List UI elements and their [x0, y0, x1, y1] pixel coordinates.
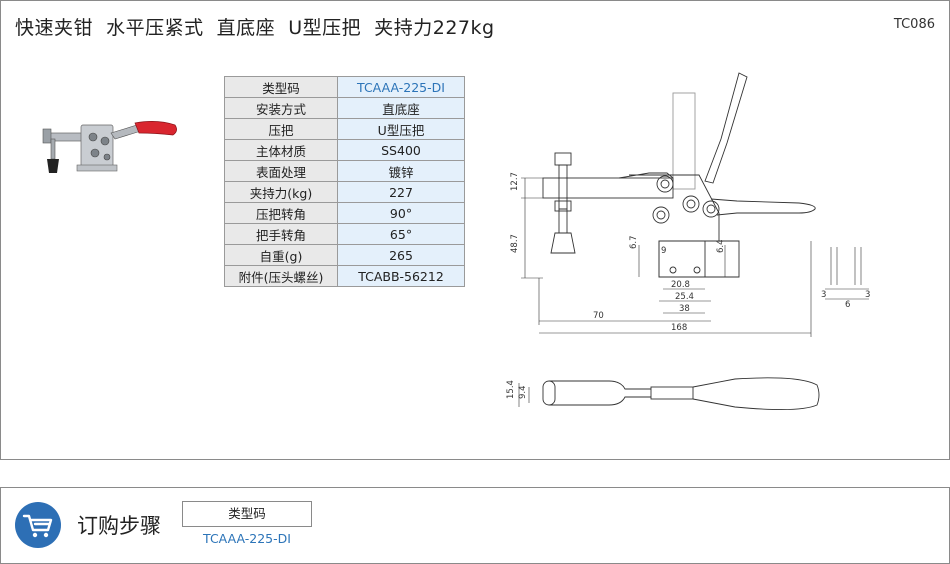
spec-label: 主体材质 [224, 139, 338, 161]
spec-value: 65° [337, 223, 465, 245]
order-steps-heading: 订购步骤 [77, 514, 161, 538]
spec-value: 90° [337, 202, 465, 224]
dim-15-4: 15.4 [506, 380, 516, 399]
dim-48-7: 48.7 [510, 234, 520, 253]
table-row: 安装方式直底座 [224, 97, 465, 119]
dim-38: 38 [679, 304, 690, 314]
dim-6-4: 6.4 [716, 239, 726, 253]
spec-value: TCABB-56212 [337, 265, 465, 287]
spec-label: 压把转角 [224, 202, 338, 224]
type-code-label: 类型码 [182, 501, 312, 527]
product-code: TC086 [893, 17, 935, 32]
table-row: 夹持力(kg)227 [224, 181, 465, 203]
table-row: 表面处理镀锌 [224, 160, 465, 182]
dim-3-right: 3 [865, 290, 870, 300]
type-code-value: TCAAA-225-DI [203, 531, 291, 546]
dim-9: 9 [661, 246, 666, 256]
spec-label: 压把 [224, 118, 338, 140]
page-title: 快速夹钳 水平压紧式 直底座 U型压把 夹持力227kg [15, 17, 495, 39]
spec-label: 自重(g) [224, 244, 338, 266]
spec-value: TCAAA-225-DI [337, 76, 465, 98]
dim-6-7: 6.7 [629, 235, 639, 249]
spec-label: 类型码 [224, 76, 338, 98]
spec-value: SS400 [337, 139, 465, 161]
spec-value: 227 [337, 181, 465, 203]
dim-3-left: 3 [821, 290, 826, 300]
spec-label: 把手转角 [224, 223, 338, 245]
top-view-drawing: 15.4 9.4 [506, 377, 820, 411]
spec-label: 夹持力(kg) [224, 181, 338, 203]
cart-icon [15, 502, 61, 548]
side-view-drawing: 12.7 48.7 6.7 9 6.4 20.8 25.4 38 70 168 … [510, 72, 870, 337]
dim-70: 70 [593, 311, 604, 321]
dim-6: 6 [845, 300, 850, 310]
table-row: 附件(压头螺丝)TCABB-56212 [224, 265, 465, 287]
dim-9-4: 9.4 [518, 385, 528, 399]
product-photo [42, 121, 177, 173]
dim-25-4: 25.4 [675, 292, 694, 302]
spec-value: 265 [337, 244, 465, 266]
spec-label: 安装方式 [224, 97, 338, 119]
dim-12-7: 12.7 [510, 172, 520, 191]
spec-label: 附件(压头螺丝) [224, 265, 338, 287]
spec-value: 直底座 [337, 97, 465, 119]
dim-168: 168 [671, 323, 687, 333]
order-steps-panel: 订购步骤 类型码 TCAAA-225-DI [0, 487, 950, 564]
dim-20-8: 20.8 [671, 280, 690, 290]
spec-value: 镀锌 [337, 160, 465, 182]
spec-label: 表面处理 [224, 160, 338, 182]
table-row: 自重(g)265 [224, 244, 465, 266]
spec-value: U型压把 [337, 118, 465, 140]
